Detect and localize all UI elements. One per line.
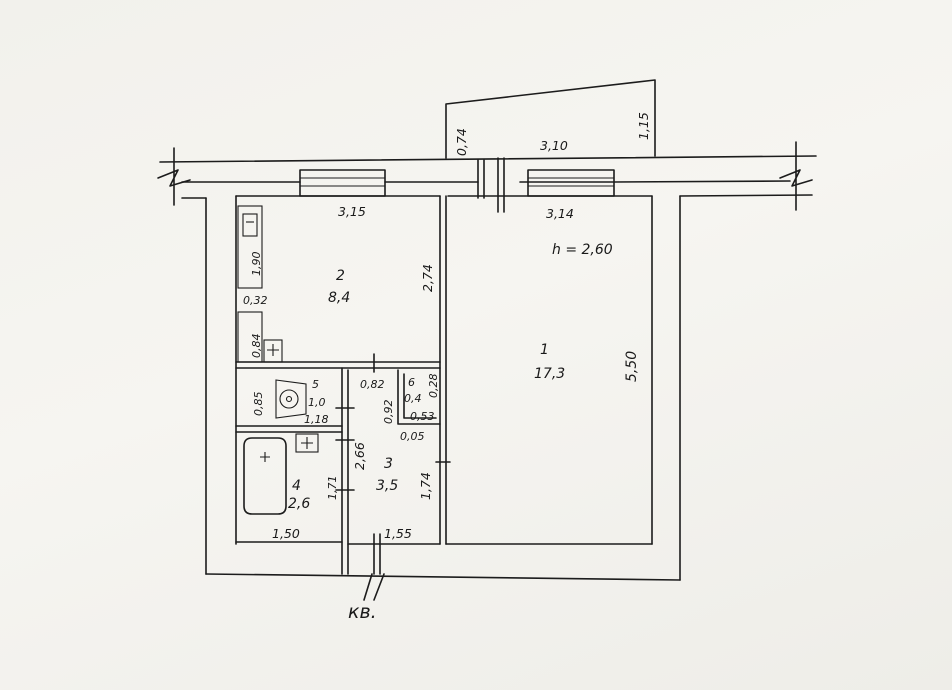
room-4-area: 2,6	[288, 496, 310, 512]
dim-kitchen-width: 3,15	[338, 204, 366, 219]
dim-hall-right: 1,74	[418, 472, 433, 500]
balcony-outline	[445, 79, 656, 159]
bottom-outer-wall	[205, 573, 681, 581]
dim-kitchen-offset: 0,32	[243, 294, 268, 307]
dim-wc-height: 0,85	[252, 392, 265, 417]
dim-balcony-right: 1,15	[636, 112, 651, 140]
bathtub-drain	[260, 452, 270, 462]
room-2-area: 8,4	[328, 290, 350, 306]
wash-basin-cross	[301, 437, 313, 449]
fixtures	[237, 205, 319, 515]
room-3-area: 3,5	[376, 478, 398, 494]
kitchen-niche	[237, 311, 263, 363]
dim-closet-width: 0,82	[360, 378, 385, 391]
toilet	[275, 379, 307, 419]
break-symbol-right	[779, 141, 813, 211]
dim-kitchen-niche: 0,84	[250, 334, 263, 359]
facade-inner-line	[181, 180, 791, 183]
partition-hall-left	[341, 367, 349, 575]
window-room1	[527, 169, 615, 197]
balcony	[445, 79, 656, 159]
dim-hall-width: 1,55	[384, 526, 412, 541]
dim-closet-depth: 0,53	[410, 410, 435, 423]
partition-wc-bath	[235, 425, 343, 433]
dim-bath-height: 1,71	[326, 476, 339, 501]
toilet-drain	[285, 395, 293, 403]
window-kitchen	[299, 169, 386, 197]
room-1-area: 17,3	[534, 366, 565, 382]
dim-hall-height: 2,66	[352, 442, 367, 470]
bathtub	[243, 437, 287, 515]
bottom-inner-wall	[235, 541, 653, 545]
room-4-number: 4	[292, 478, 301, 494]
balcony-door	[477, 157, 505, 213]
room-6-area: 0,4	[404, 392, 422, 405]
dim-closet-height: 0,92	[382, 400, 395, 425]
dim-room1-width: 3,14	[546, 206, 574, 221]
window-kitchen-panes	[300, 177, 385, 187]
dim-closet-offset: 0,05	[400, 430, 425, 443]
wash-basin	[295, 433, 319, 453]
hall-left-marks	[335, 407, 355, 491]
room-5-extra: 1,18	[304, 413, 329, 426]
left-side-line	[181, 194, 813, 199]
room-6-number: 6	[408, 376, 415, 389]
room-3-number: 3	[384, 456, 393, 472]
ceiling-height: h = 2,60	[552, 242, 613, 258]
room-2-number: 2	[336, 268, 345, 284]
kitchen-stove	[263, 339, 283, 363]
window-room1-panes	[528, 177, 614, 187]
facade-top-line	[159, 155, 817, 163]
hall-door-marks	[373, 353, 381, 575]
room-5-number: 5	[312, 378, 319, 391]
partition-kitchen-bottom	[235, 361, 441, 369]
kitchen-counter	[237, 205, 263, 289]
dim-balcony-width: 3,10	[540, 138, 568, 153]
break-symbol-left	[157, 147, 191, 206]
dim-bath-width: 1,50	[272, 526, 300, 541]
dim-balcony-left: 0,74	[454, 128, 469, 156]
kitchen-stove-cross	[267, 344, 279, 356]
entrance-marks	[363, 573, 385, 601]
toilet-bowl	[279, 389, 299, 409]
partition-kitchen-room1	[439, 195, 447, 545]
closet-outline	[397, 369, 441, 425]
room-1-number: 1	[540, 342, 549, 358]
dim-kitchen-cabinet: 1,90	[250, 252, 263, 277]
outer-walls	[157, 141, 817, 581]
room-5-area: 1,0	[308, 396, 326, 409]
dim-kitchen-height: 2,74	[420, 264, 435, 292]
dim-closet-side: 0,28	[427, 374, 440, 399]
dim-room1-height: 5,50	[624, 351, 640, 382]
apartment-mark: кв.	[348, 601, 377, 623]
labels: 0,74 3,10 1,15 3,15 3,14 h = 2,60 1,90 2…	[243, 112, 651, 623]
kitchen-sink	[242, 213, 258, 237]
